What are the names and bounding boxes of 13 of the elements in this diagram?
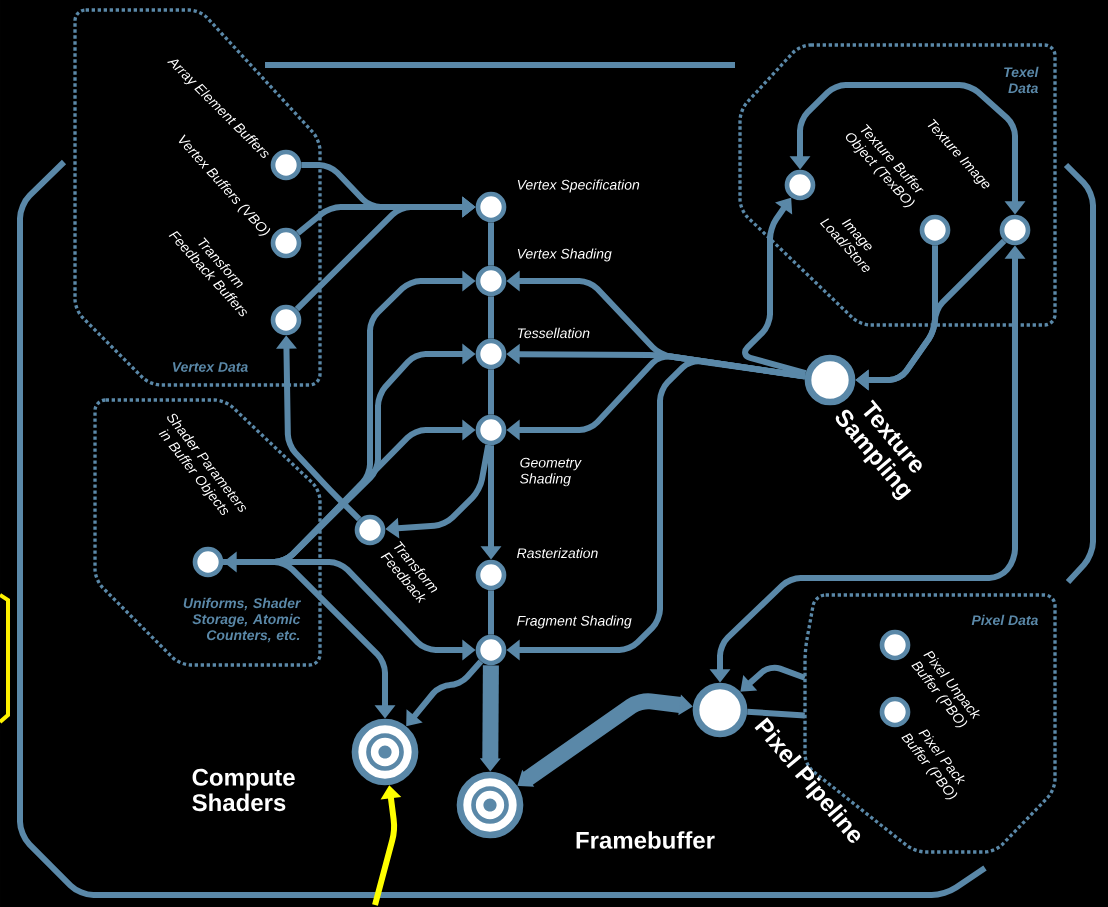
area-label: Vertex Data bbox=[172, 362, 248, 372]
stop-title: Compute Shaders bbox=[192, 768, 295, 812]
area-label: Uniforms, Shader Storage, Atomic Counters, etc. bbox=[183, 597, 302, 643]
station-label: Fragment Shading bbox=[517, 615, 632, 629]
station-label: Tessellation bbox=[517, 327, 590, 339]
station-label: Rasterization bbox=[517, 547, 598, 559]
area-label: Texel Data bbox=[1004, 66, 1039, 94]
station-label: Vertex Shading bbox=[517, 248, 612, 262]
station-label: Geometry Shading bbox=[520, 457, 582, 487]
stop-title: Framebuffer bbox=[576, 831, 715, 849]
station-label: Vertex Specification bbox=[517, 179, 640, 193]
arrow bbox=[740, 664, 806, 692]
area-label: Pixel Data bbox=[971, 614, 1038, 626]
